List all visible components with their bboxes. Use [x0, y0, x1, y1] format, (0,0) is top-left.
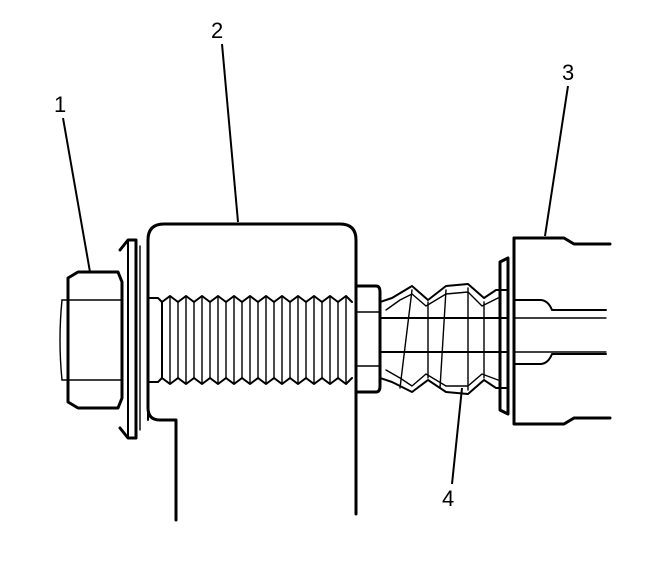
- collar-nut: [354, 284, 382, 394]
- tool-body: [146, 222, 358, 522]
- callout-2: 2: [211, 18, 223, 43]
- threaded-shaft: [149, 295, 353, 385]
- bellows-boot: [379, 283, 507, 395]
- callout-3: 3: [562, 60, 574, 85]
- callout-1: 1: [54, 92, 66, 117]
- bolt-washer: [118, 238, 141, 440]
- leader-1: [62, 117, 91, 273]
- callout-labels: 1 2 3 4: [54, 18, 574, 511]
- leader-4: [451, 387, 463, 485]
- tie-rod-housing: [498, 236, 612, 426]
- leader-2: [221, 43, 239, 223]
- bolt-head: [59, 270, 124, 410]
- leader-3: [544, 85, 569, 237]
- callout-4: 4: [442, 486, 454, 511]
- leader-lines: [62, 43, 569, 485]
